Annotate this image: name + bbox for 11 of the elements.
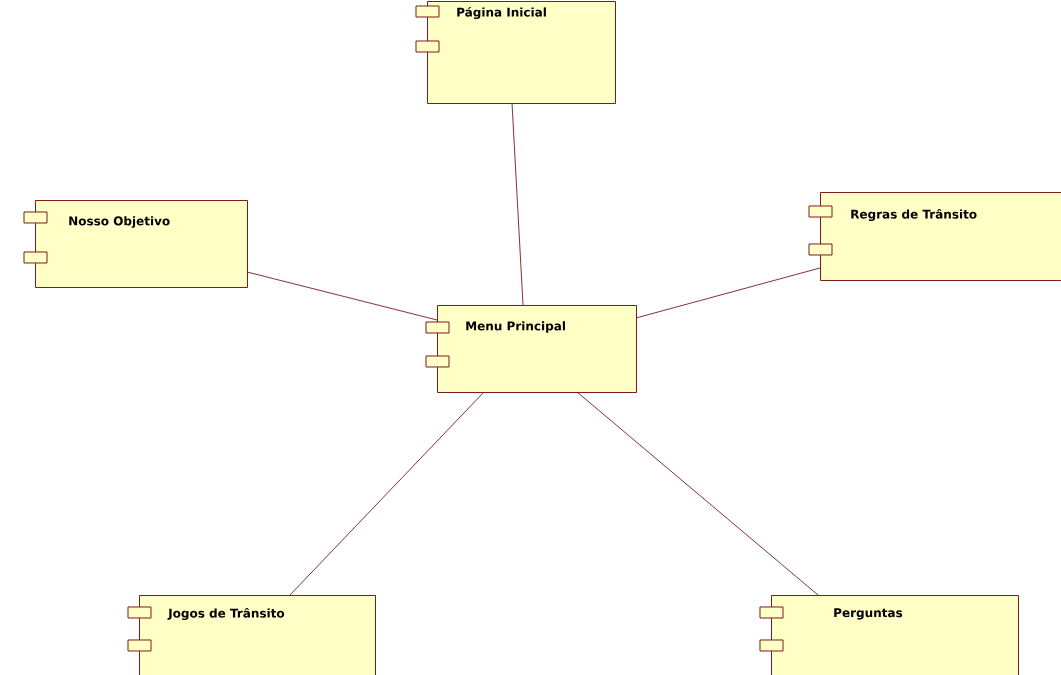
component-box: Página Inicial	[415, 1, 616, 104]
component-box: Regras de Trânsito	[808, 192, 1061, 281]
component-box: Nosso Objetivo	[23, 200, 248, 288]
component-box: Menu Principal	[425, 305, 637, 393]
connector-line	[289, 391, 485, 596]
connector-line	[246, 271, 438, 321]
connector-line	[635, 267, 821, 319]
connector-line	[576, 391, 819, 596]
component-box: Jogos de Trânsito	[127, 595, 376, 675]
component-box: Perguntas	[759, 595, 1019, 675]
connector-line	[511, 102, 524, 306]
